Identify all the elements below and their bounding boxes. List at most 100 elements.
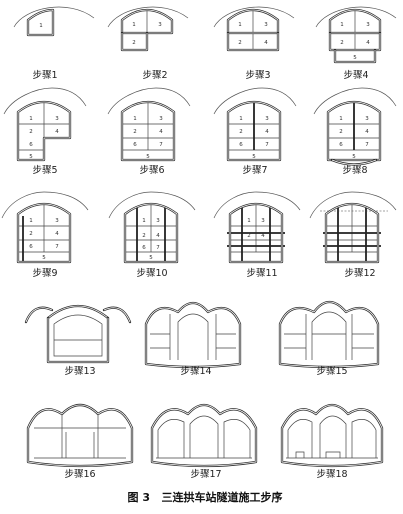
cell-number: 7 (265, 142, 269, 148)
cell-number: 5 (252, 154, 256, 160)
support-member (323, 232, 381, 247)
cell-number: 4 (156, 233, 160, 239)
cell-number: 6 (339, 142, 343, 148)
ground-arch-line (213, 87, 297, 115)
cell-number: 4 (55, 231, 59, 237)
step-9-label: 步骤9 (32, 268, 57, 279)
support-member (136, 208, 166, 262)
lining-outline-inner (329, 33, 381, 51)
lining-outline (150, 403, 258, 468)
step-2-label: 步骤2 (142, 70, 167, 81)
step-18-diagram (280, 403, 384, 468)
partition-line (150, 313, 236, 360)
step-15-diagram (278, 300, 380, 369)
cell-number: 3 (261, 218, 265, 224)
cell-number: 7 (156, 245, 160, 251)
lining-outline-inner (329, 9, 381, 34)
step-17-label: 步骤17 (190, 469, 221, 480)
lining-outline-inner (229, 203, 283, 263)
lining-outline-inner (334, 50, 376, 63)
lining-outline-inner (121, 33, 148, 51)
step-6-label: 步骤6 (139, 165, 164, 176)
cell-number: 2 (133, 129, 137, 135)
lining-outline-inner (27, 404, 133, 467)
cell-number: 3 (264, 22, 268, 28)
lining-outline-inner (227, 33, 279, 51)
ground-arch-line (315, 6, 397, 28)
cell-number: 5 (42, 255, 46, 261)
cell-number: 2 (247, 233, 251, 239)
step-16-label: 步骤16 (64, 469, 95, 480)
cell-number: 1 (340, 22, 344, 28)
lining-outline-inner (151, 404, 257, 467)
lining-outline-inner (17, 101, 71, 161)
cell-number: 1 (132, 22, 136, 28)
step-17-diagram (150, 403, 258, 468)
lining-outline-inner (279, 301, 379, 368)
cell-number: 2 (339, 129, 343, 135)
cell-number: 2 (340, 40, 344, 46)
cell-number: 4 (365, 129, 369, 135)
cell-number: 4 (366, 40, 370, 46)
cell-number: 3 (365, 116, 369, 122)
ground-arch-line (3, 87, 87, 115)
cell-number: 7 (55, 244, 59, 250)
partition-line (326, 204, 378, 253)
lining-outline (144, 301, 242, 369)
cell-number: 2 (132, 40, 136, 46)
lining-outline-inner (25, 307, 53, 323)
lining-outline-inner (27, 9, 54, 36)
cell-number: 1 (133, 116, 137, 122)
cell-number: 1 (239, 116, 243, 122)
partition-line (18, 204, 70, 253)
cell-number: 6 (239, 142, 243, 148)
cell-number: 7 (159, 142, 163, 148)
lining-outline-inner (124, 203, 178, 263)
support-member (241, 208, 271, 262)
cell-number: 3 (366, 22, 370, 28)
ground-arch-line (13, 6, 95, 28)
partition-line (156, 415, 252, 459)
partition-line (286, 415, 378, 459)
cell-number: 1 (29, 218, 33, 224)
cell-number: 4 (159, 129, 163, 135)
step-1-diagram: 1 (13, 6, 95, 37)
cell-number: 5 (149, 255, 153, 261)
step-4-label: 步骤4 (343, 70, 368, 81)
cell-number: 2 (29, 231, 33, 237)
ground-arch-line (107, 6, 189, 28)
cell-number: 4 (261, 233, 265, 239)
partition-line (18, 102, 70, 151)
support-member (337, 208, 367, 262)
lining-outline-inner (227, 101, 281, 161)
step-3-label: 步骤3 (245, 70, 270, 81)
figure-caption: 图 3 三连拱车站隧道施工步序 (128, 490, 283, 504)
step-5-label: 步骤5 (32, 165, 57, 176)
partition-line (230, 204, 282, 253)
lining-outline-inner (327, 101, 381, 161)
partition-line (284, 311, 374, 360)
cell-number: 4 (264, 40, 268, 46)
cell-number: 1 (142, 218, 146, 224)
cell-number: 5 (146, 154, 150, 160)
step-7-label: 步骤7 (242, 165, 267, 176)
lining-outline-inner (227, 9, 279, 34)
step-16-diagram (26, 403, 134, 468)
ground-arch-line (107, 87, 191, 115)
cell-number: 2 (29, 129, 33, 135)
partition-line (34, 414, 126, 459)
cell-number: 2 (239, 129, 243, 135)
lining-outline-inner (47, 318, 109, 363)
ground-arch-line (213, 6, 295, 28)
